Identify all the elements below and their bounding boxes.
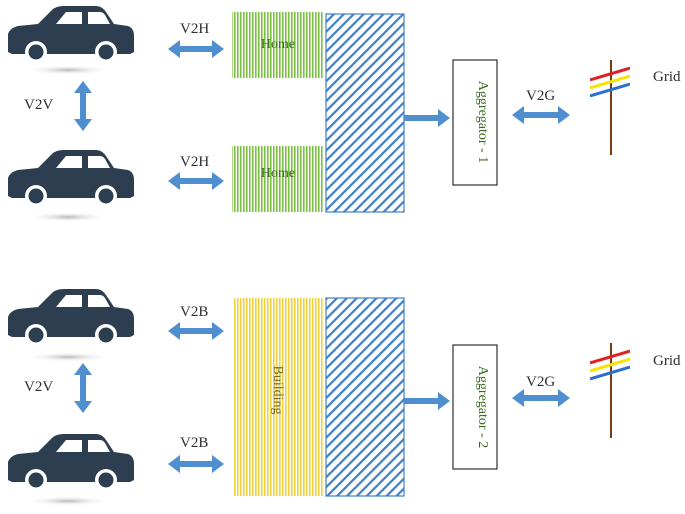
v2g-label: V2G (526, 88, 555, 104)
home-box (232, 12, 324, 78)
car-icon (8, 434, 134, 506)
double-arrow-icon (74, 81, 92, 131)
grid-label: Grid (653, 353, 681, 369)
v2h-label: V2H (180, 154, 209, 170)
top-section: V2V V2H V2H Home Home Aggregator - 1 V2G (8, 6, 681, 222)
car-icon (8, 6, 134, 75)
building-label: Building (270, 365, 285, 414)
bottom-section: V2V V2B V2B Building Aggregator - 2 V2G … (8, 289, 681, 506)
building-box (234, 298, 324, 496)
power-pole-icon (590, 60, 630, 155)
v2b-label: V2B (180, 435, 208, 451)
home-box (232, 146, 324, 212)
double-arrow-icon (168, 40, 224, 58)
v2v-label: V2V (24, 379, 53, 395)
hatched-aggregation-block (325, 13, 405, 213)
double-arrow-icon (168, 172, 224, 190)
car-icon (8, 289, 134, 362)
double-arrow-icon (168, 455, 224, 473)
grid-label: Grid (653, 69, 681, 85)
right-arrow-icon (404, 109, 450, 127)
double-arrow-icon (168, 322, 224, 340)
home-label: Home (261, 166, 295, 181)
double-arrow-icon (512, 389, 570, 407)
home-label: Home (261, 37, 295, 52)
car-icon (8, 150, 134, 222)
v2g-label: V2G (526, 374, 555, 390)
double-arrow-icon (512, 106, 570, 124)
power-pole-icon (590, 343, 630, 438)
aggregator-box (452, 344, 498, 470)
v2v-label: V2V (24, 97, 53, 113)
aggregator-label: Aggregator - 1 (475, 81, 490, 163)
aggregator-label: Aggregator - 2 (475, 366, 490, 448)
aggregator-box (452, 59, 498, 186)
v2b-label: V2B (180, 304, 208, 320)
v2h-label: V2H (180, 21, 209, 37)
double-arrow-icon (74, 363, 92, 413)
hatched-aggregation-block (325, 297, 405, 497)
right-arrow-icon (404, 392, 450, 410)
